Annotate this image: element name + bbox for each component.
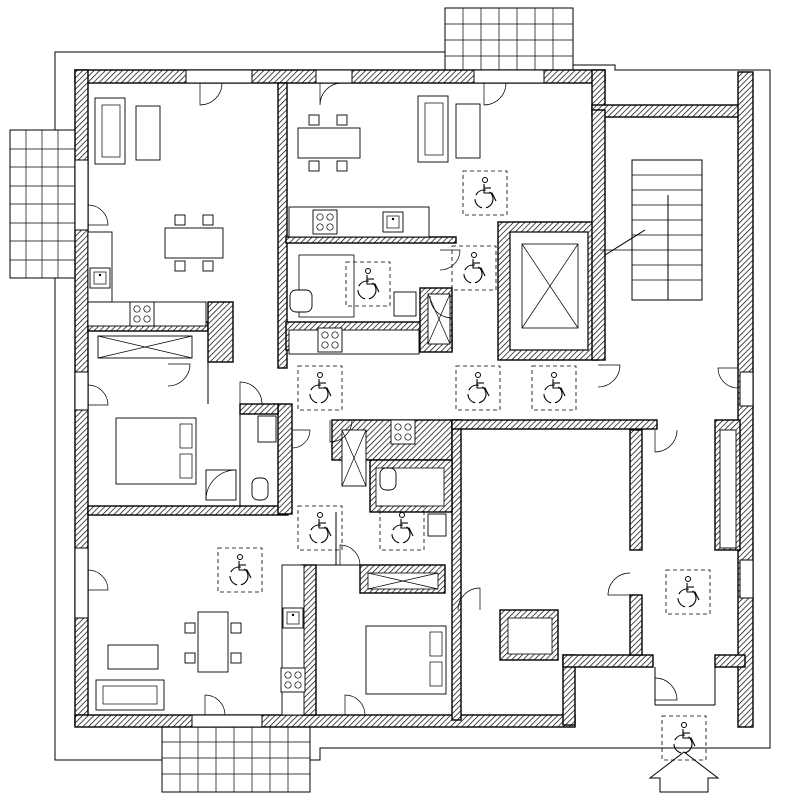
dining-table-icon bbox=[184, 611, 242, 673]
hob-icon bbox=[317, 327, 343, 353]
wheelchair-accessibility-icon bbox=[665, 569, 711, 615]
hob-icon bbox=[129, 301, 155, 327]
wheelchair-accessibility-icon bbox=[462, 170, 508, 216]
dining-table-icon bbox=[164, 214, 224, 272]
wheelchair-accessibility-icon bbox=[455, 365, 501, 411]
entrance-arrow-icon bbox=[648, 751, 720, 793]
door-swing-icon bbox=[87, 82, 739, 716]
sink-icon bbox=[382, 211, 404, 233]
balcony-south bbox=[161, 725, 311, 793]
hob-icon bbox=[390, 419, 416, 445]
wheelchair-accessibility-icon bbox=[451, 245, 497, 291]
sofa-icon bbox=[417, 95, 481, 163]
sofa-icon bbox=[94, 97, 161, 165]
wheelchair-accessibility-icon bbox=[531, 365, 577, 411]
hob-icon bbox=[280, 667, 306, 693]
bathroom-fixtures bbox=[97, 289, 737, 549]
balcony-north bbox=[444, 7, 574, 71]
wheelchair-accessibility-icon bbox=[217, 547, 263, 593]
bed-icon bbox=[365, 625, 447, 695]
wheelchair-accessibility-icon bbox=[661, 715, 707, 761]
sofa-icon bbox=[95, 644, 165, 711]
wheelchair-accessibility-icon bbox=[297, 505, 343, 551]
sink-icon bbox=[89, 267, 111, 289]
dining-table-icon bbox=[297, 114, 361, 172]
staircase-icon bbox=[604, 159, 703, 301]
elevator-icon bbox=[521, 243, 579, 329]
hob-icon bbox=[312, 209, 338, 235]
balcony-west bbox=[9, 129, 76, 279]
windows bbox=[74, 69, 754, 728]
bed-icon bbox=[115, 417, 197, 485]
sink-icon bbox=[282, 607, 304, 629]
wheelchair-accessibility-icon bbox=[297, 365, 343, 411]
